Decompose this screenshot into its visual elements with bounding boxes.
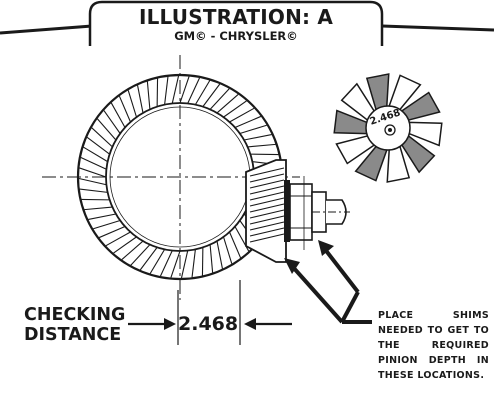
ring-gear [42,55,300,300]
frame-line-right [381,24,494,32]
shim-instruction-note: PLACE SHIMS NEEDED TO GET TO THE REQUIRE… [378,310,489,381]
shim-arrowhead-1 [284,258,300,274]
pinion-gear-side [245,159,350,263]
illustration-subtitle: GM© - CHRYSLER© [174,29,298,43]
shim-arrowhead-2 [318,240,334,256]
checking-distance-label: CHECKING DISTANCE [24,305,125,345]
checking-label-line1: CHECKING [24,305,126,325]
frame-line-left [0,24,93,35]
pinion-gear-face: 2.468 [332,72,444,184]
dimension-arrow-right [244,318,292,330]
checking-label-line2: DISTANCE [24,325,122,345]
shim-pointer-arrows [290,246,372,324]
dimension-arrow-left [128,318,176,330]
illustration-title: ILLUSTRATION: A [138,5,334,29]
title-tab: ILLUSTRATION: A GM© - CHRYSLER© [88,0,384,46]
checking-distance-value: 2.468 [178,313,239,335]
